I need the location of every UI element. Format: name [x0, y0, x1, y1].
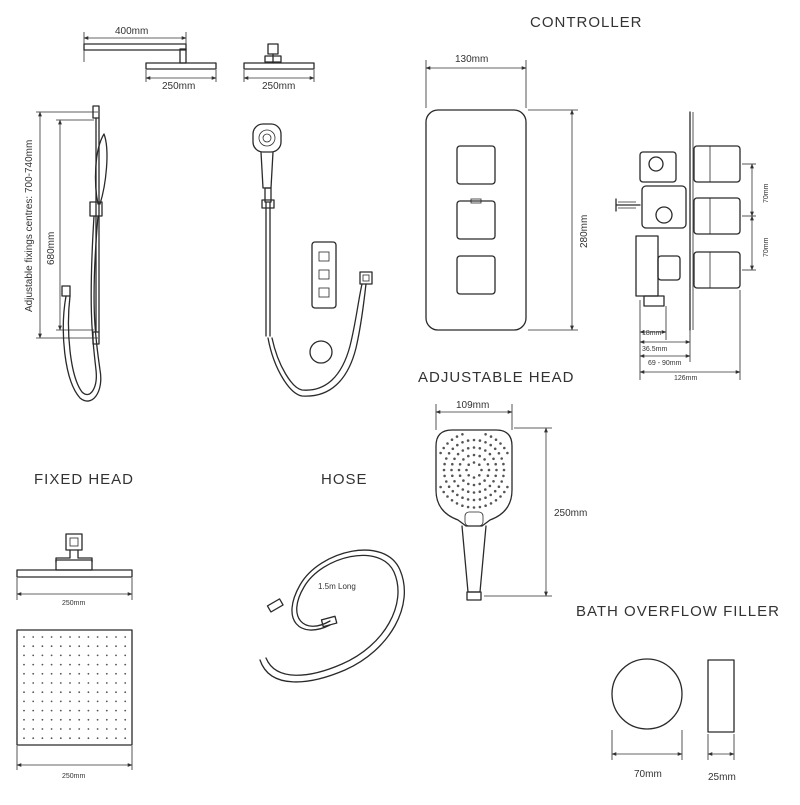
head-width-label-a: 250mm — [162, 81, 195, 92]
hose-length-label: 1.5m Long — [318, 582, 356, 591]
hose-end-b — [320, 615, 338, 628]
fixed-head-profile — [145, 62, 217, 70]
hose-front — [267, 283, 367, 397]
bath-overflow-diagram: 70mm 25mm — [611, 658, 736, 783]
valve-spacing-label-a: 70mm — [763, 183, 770, 203]
adj-head-height-label: 250mm — [554, 508, 587, 519]
fixed-head-title: FIXED HEAD — [34, 471, 134, 488]
head-front-view: 250mm — [243, 43, 315, 92]
adjustable-head-title: ADJUSTABLE HEAD — [418, 369, 574, 386]
valve-dim-69: 69 - 90mm — [648, 360, 682, 367]
fixed-head-nozzles — [23, 636, 127, 740]
filler-face — [611, 658, 683, 730]
hose-coil-outer — [259, 549, 405, 683]
fixings-label: Adjustable fixings centres: 700-740mm — [24, 140, 35, 312]
controller-diagram: 130mm 280mm — [425, 54, 590, 331]
arm-length-label: 400mm — [115, 26, 148, 37]
fixed-head-width-label-a: 250mm — [62, 600, 86, 607]
bath-filler-small — [309, 340, 333, 364]
control-knob-middle — [456, 200, 496, 240]
wall-outlet — [359, 271, 373, 285]
control-knob-top — [456, 145, 496, 185]
controller-title: CONTROLLER — [530, 14, 643, 31]
cartridge-bottom — [693, 251, 741, 289]
filler-side — [707, 659, 735, 733]
valve-side-view: 70mm 70mm 18mm 36.5mm 69 - 90mm 126mm — [615, 111, 770, 382]
adj-head-width-label: 109mm — [456, 400, 489, 411]
riser-rail-front-view — [252, 123, 373, 397]
head-width-label-b: 250mm — [262, 81, 295, 92]
hose-diagram: 1.5m Long — [259, 549, 405, 683]
valve-dim-18: 18mm — [642, 330, 662, 337]
arm-head-side-view: 400mm 250mm — [83, 26, 217, 92]
controller-width-label: 130mm — [455, 54, 488, 65]
filler-depth-label: 25mm — [708, 772, 736, 783]
controller-height-label: 280mm — [579, 215, 590, 248]
handset-side — [94, 133, 108, 205]
control-knob-bottom — [456, 255, 496, 295]
filler-diameter-label: 70mm — [634, 769, 662, 780]
valve-dim-126: 126mm — [674, 375, 698, 382]
bath-overflow-title: BATH OVERFLOW FILLER — [576, 603, 780, 620]
controller-small — [311, 241, 337, 309]
cartridge-middle — [693, 197, 741, 235]
shower-arm — [83, 43, 187, 51]
fixed-head-profile-large — [16, 569, 133, 578]
cartridge-top — [693, 145, 741, 183]
riser-rail-side-view: Adjustable fixings centres: 700-740mm 68… — [24, 105, 108, 402]
hose-end-a — [266, 598, 284, 613]
rail-length-label: 680mm — [46, 232, 57, 265]
valve-dim-36: 36.5mm — [642, 346, 667, 353]
fixed-head-width-label-b: 250mm — [62, 773, 86, 780]
valve-spacing-label-b: 70mm — [763, 237, 770, 257]
fixed-head-diagram: 250mm 250mm — [16, 533, 133, 780]
controller-plate — [425, 109, 527, 331]
hose-side — [62, 215, 102, 402]
handset-front — [252, 123, 282, 153]
adjustable-head-diagram: 109mm 250mm — [435, 400, 587, 601]
fixed-head-face — [16, 629, 133, 746]
adj-head-handle — [461, 525, 487, 593]
hose-title: HOSE — [321, 471, 368, 488]
spray-nozzles — [439, 433, 509, 509]
adj-head-face — [435, 429, 513, 527]
